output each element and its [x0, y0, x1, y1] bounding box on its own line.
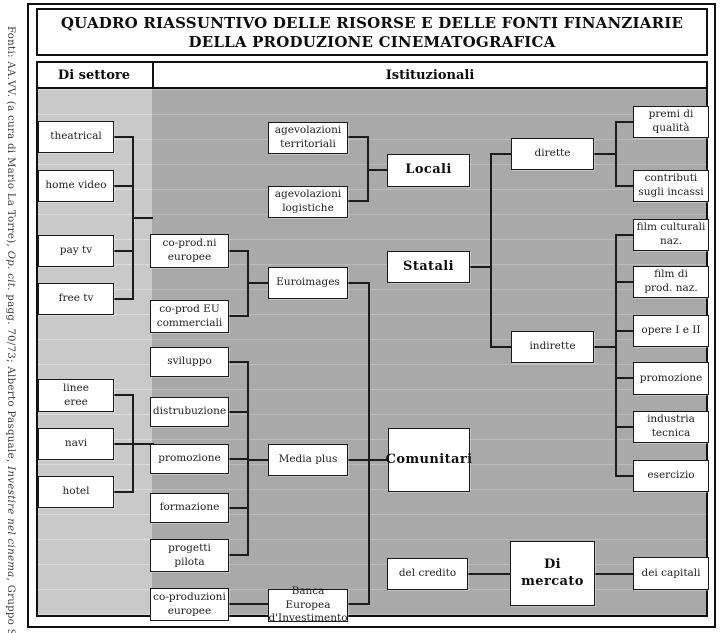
node-euroimages: Euroimages [268, 267, 348, 299]
connector-line [348, 200, 369, 202]
connector-line [615, 185, 633, 187]
panel-di-settore [38, 89, 152, 615]
connector-line [132, 394, 134, 493]
connector-line [615, 121, 633, 123]
connector-line [114, 185, 134, 187]
node-indirette: indirette [511, 331, 594, 363]
connector-line [367, 169, 387, 171]
header-istituzionali: Istituzionali [385, 67, 475, 83]
header-divider [152, 61, 154, 89]
connector-line [229, 554, 249, 556]
connector-line [229, 315, 249, 317]
connector-line [615, 234, 633, 236]
node-coproduzioni-europee: co-produzioni europee [150, 588, 229, 621]
connector-line [229, 250, 249, 252]
node-premi-di-qualita: premi di qualità [633, 106, 709, 138]
connector-line [114, 491, 134, 493]
node-di-mercato: Di mercato [510, 541, 595, 606]
connector-line [114, 443, 154, 445]
node-esercizio: esercizio [633, 460, 709, 492]
node-contributi-sugli-incassi: contributi sugli incassi [633, 170, 709, 202]
connector-line [615, 330, 633, 332]
connector-line [368, 282, 370, 605]
connector-line [490, 153, 492, 348]
connector-line [348, 136, 369, 138]
node-promozione-mediaplus: promozione [150, 444, 229, 474]
connector-line [594, 153, 617, 155]
connector-line [247, 282, 268, 284]
connector-line [229, 361, 249, 363]
connector-line [247, 361, 249, 556]
node-agevolazioni-logistiche: agevolazioni logistiche [268, 186, 348, 218]
connector-line [114, 298, 134, 300]
connector-line [615, 234, 617, 477]
diagram-title-line2: DELLA PRODUZIONE CINEMATOGRAFICA [188, 32, 556, 51]
node-opere-i-e-ii: opere I e II [633, 315, 709, 347]
node-free-tv: free tv [38, 283, 114, 315]
node-sviluppo: sviluppo [150, 347, 229, 377]
diagram-title-line1: QUADRO RIASSUNTIVO DELLE RISORSE E DELLE… [60, 13, 684, 32]
node-dirette: dirette [511, 138, 594, 170]
node-coprod-eu-commerciali: co-prod EU commerciali [150, 300, 229, 333]
node-coprodni-europee: co-prod.ni europee [150, 234, 229, 268]
node-pay-tv: pay tv [38, 235, 114, 267]
node-distrubuzione: distrubuzione [150, 397, 229, 427]
connector-line [348, 282, 370, 284]
connector-line [229, 411, 249, 413]
connector-line [229, 603, 268, 605]
connector-line [114, 136, 134, 138]
node-film-di-prod-naz: film di prod. naz. [633, 266, 709, 298]
connector-line [470, 266, 492, 268]
connector-line [468, 573, 510, 575]
connector-line [594, 346, 617, 348]
connector-line [595, 573, 633, 575]
node-industria-tecnica: industria tecnica [633, 411, 709, 443]
connector-line [615, 281, 633, 283]
node-dei-capitali: dei capitali [633, 557, 709, 590]
header-bottom-border [38, 87, 706, 89]
connector-line [615, 426, 633, 428]
node-home-video: home video [38, 170, 114, 202]
node-film-culturali-naz: film culturali naz. [633, 219, 709, 251]
node-banca-europea-investimento: Banca Europea d'Investimento [268, 585, 348, 625]
node-media-plus: Media plus [268, 444, 348, 476]
node-comunitari: Comunitari [386, 428, 472, 492]
node-theatrical: theatrical [38, 121, 114, 153]
node-formazione: formazione [150, 493, 229, 523]
node-linee-eree: linee eree [38, 379, 114, 412]
node-hotel: hotel [38, 476, 114, 508]
connector-line [490, 153, 511, 155]
connector-line [490, 346, 511, 348]
node-promozione-indirette: promozione [633, 362, 709, 395]
node-agevolazioni-territoriali: agevolazioni territoriali [268, 122, 348, 154]
connector-line [615, 475, 633, 477]
node-progetti-pilota: progetti pilota [150, 539, 229, 572]
connector-line [247, 459, 268, 461]
connector-line [615, 377, 633, 379]
node-del-credito: del credito [387, 558, 468, 590]
connector-line [348, 603, 370, 605]
node-locali: Locali [387, 154, 470, 187]
node-navi: navi [38, 428, 114, 460]
connector-line [132, 217, 153, 219]
connector-line [229, 458, 249, 460]
node-statali: Statali [387, 251, 470, 283]
diagram-title-box: QUADRO RIASSUNTIVO DELLE RISORSE E DELLE… [36, 8, 708, 56]
connector-line [615, 121, 617, 187]
source-note: Fonti: AA.VV. (a cura di Mario La Torre)… [5, 26, 16, 633]
connector-line [229, 507, 249, 509]
connector-line [114, 394, 134, 396]
connector-line [114, 250, 134, 252]
header-di-settore: Di settore [57, 67, 131, 83]
